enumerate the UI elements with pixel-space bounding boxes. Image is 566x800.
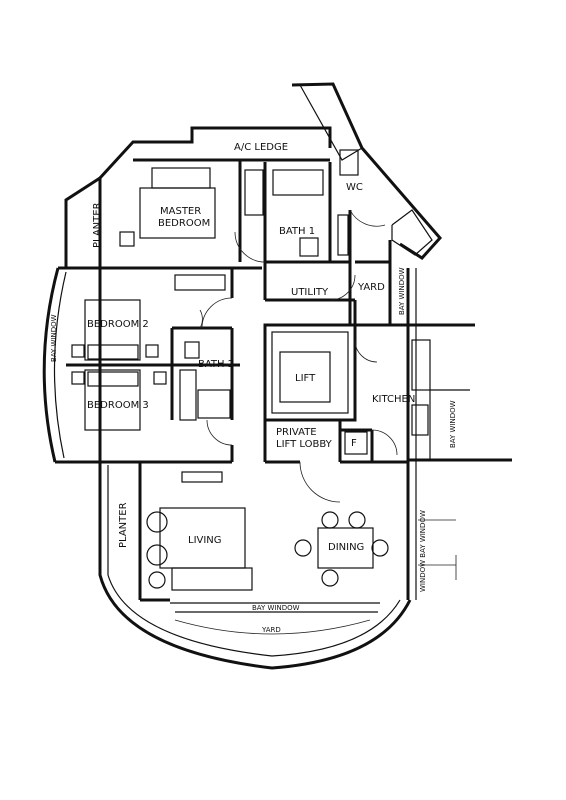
label-bay-window-right: BAY WINDOW <box>398 267 406 315</box>
door-swings <box>199 209 398 503</box>
label-master-bedroom-2: BEDROOM <box>158 218 210 229</box>
label-planter-top: PLANTER <box>92 202 103 248</box>
outer-walls <box>42 82 512 670</box>
label-bath1: BATH 1 <box>279 226 315 237</box>
room-labels: A/C LEDGE WC PLANTER MASTER BEDROOM BATH… <box>50 142 457 634</box>
label-bay-window-left: BAY WINDOW <box>50 314 58 362</box>
interior-walls <box>66 158 408 602</box>
label-window-right-vertical: WINDOW BAY WINDOW <box>419 510 427 592</box>
label-yard-bottom: YARD <box>261 626 281 634</box>
label-lift: LIFT <box>295 373 316 384</box>
label-bay-window-bottom: BAY WINDOW <box>252 604 300 612</box>
label-yard: YARD <box>357 282 385 293</box>
label-private-lift-lobby-2: LIFT LOBBY <box>276 439 333 450</box>
label-bedroom3: BEDROOM 3 <box>87 400 149 411</box>
label-private-lift-lobby-1: PRIVATE <box>276 427 317 438</box>
label-master-bedroom-1: MASTER <box>160 206 201 217</box>
label-living: LIVING <box>188 535 222 546</box>
label-wc: WC <box>346 182 363 193</box>
label-bay-window-kitchen: BAY WINDOW <box>449 400 457 448</box>
label-planter-bottom: PLANTER <box>118 502 129 548</box>
label-ac-ledge: A/C LEDGE <box>234 142 288 153</box>
label-bedroom2: BEDROOM 2 <box>87 319 149 330</box>
fixtures <box>71 149 433 591</box>
label-f: F <box>351 438 357 449</box>
label-utility: UTILITY <box>291 287 329 298</box>
label-bath2: BATH 2 <box>198 359 234 370</box>
label-kitchen: KITCHEN <box>372 394 415 405</box>
label-dining: DINING <box>328 542 364 553</box>
